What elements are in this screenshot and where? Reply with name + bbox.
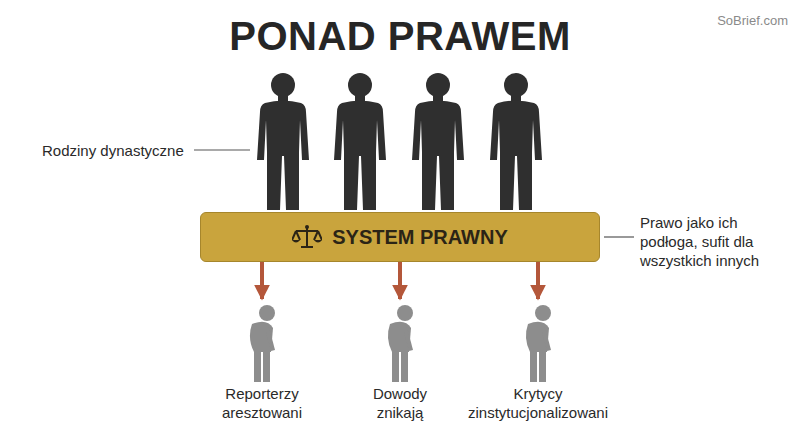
- diagram-title: PONAD PRAWEM: [0, 14, 800, 59]
- leader-line: [194, 149, 250, 150]
- figure-node: Dowody znikają: [355, 300, 445, 422]
- figure-node: Reporterzy aresztowani: [194, 300, 330, 422]
- side-label: Prawo jako ich podłoga, sufit dla wszyst…: [640, 213, 782, 270]
- bent-figure: [375, 300, 425, 384]
- scales-icon: [292, 224, 322, 250]
- legal-band: SYSTEM PRAWNY: [200, 212, 600, 262]
- figure-node: Krytycy zinstytucjonalizowani: [462, 300, 614, 422]
- leader-line: [604, 236, 634, 237]
- figure-caption: Krytycy zinstytucjonalizowani: [462, 384, 614, 422]
- bent-figure: [237, 300, 287, 384]
- watermark: SoBrief.com: [717, 11, 788, 30]
- figure-caption: Reporterzy aresztowani: [194, 384, 330, 422]
- figure-caption: Dowody znikają: [355, 384, 445, 422]
- down-arrow: [536, 262, 540, 299]
- band-title: SYSTEM PRAWNY: [332, 226, 508, 249]
- down-arrow: [260, 262, 264, 299]
- side-label: Rodziny dynastyczne: [42, 141, 192, 160]
- bent-figure: [513, 300, 563, 384]
- dynasty-silhouettes: [257, 73, 542, 210]
- down-arrow: [398, 262, 402, 299]
